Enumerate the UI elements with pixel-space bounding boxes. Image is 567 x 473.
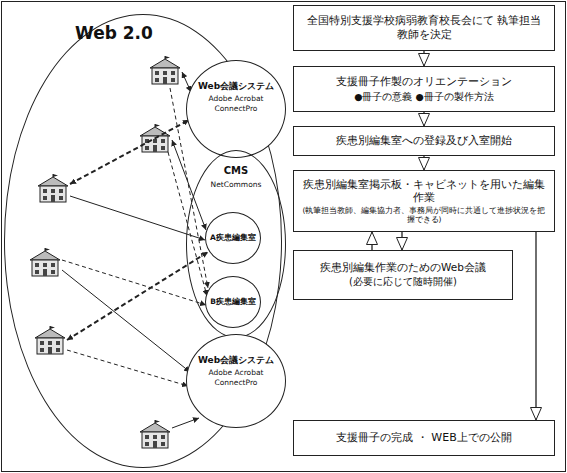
flow-arrow	[423, 156, 424, 170]
process-box: 支援冊子の完成 ・ WEB上での公開	[293, 420, 555, 456]
node-heading: A疾患編集室	[210, 233, 256, 242]
web-conference-circle: Web会議システム Adobe Acrobat ConnectPro	[186, 334, 286, 428]
node-heading: Web会議システム	[198, 81, 274, 92]
node-heading: CMS	[224, 165, 249, 178]
node-heading: B疾患編集室	[210, 297, 256, 306]
node-heading: 疾患別編集室への登録及び入室開始	[336, 134, 512, 148]
flow-arrow	[535, 232, 536, 420]
node-subtext: (執筆担当教師、編集協力者、事務局が同時に共通して進捗状況を把握できる)	[302, 206, 546, 225]
node-heading: 疾患別編集室掲示板・キャビネットを用いた編集作業	[302, 178, 546, 204]
building-icons	[30, 56, 180, 448]
process-box: 支援冊子作製のオリエンテーション ●冊子の意義 ●冊子の製作方法	[293, 66, 555, 112]
flow-arrow	[401, 232, 402, 250]
node-heading: 疾患別編集作業のためのWeb会議	[320, 261, 486, 274]
node-subtext: Adobe Acrobat ConnectPro	[195, 94, 277, 113]
web-conference-circle: Web会議システム Adobe Acrobat ConnectPro	[186, 60, 286, 158]
editing-room-circle: B疾患編集室	[205, 276, 261, 328]
flow-arrow	[423, 51, 424, 66]
flow-arrow	[423, 112, 424, 126]
node-subtext: NetCommons	[211, 180, 262, 189]
cms-oval: CMS NetCommonsA疾患編集室 B疾患編集室	[186, 150, 286, 338]
editing-room-circle: A疾患編集室	[205, 212, 261, 264]
node-heading: 支援冊子作製のオリエンテーション	[336, 75, 512, 89]
node-heading: 支援冊子の完成 ・ WEB上での公開	[336, 431, 511, 445]
node-subtext: ●冊子の意義 ●冊子の製作方法	[354, 91, 494, 103]
node-heading: Web 2.0	[75, 23, 153, 44]
web-region-ellipse: Web 2.0Web会議システム Adobe Acrobat ConnectPro…	[4, 14, 282, 468]
node-heading: Web会議システム	[198, 355, 274, 366]
process-box: 全国特別支援学校病弱教育校長会にて 執筆担当教師を決定	[293, 5, 555, 51]
node-heading: 全国特別支援学校病弱教育校長会にて 執筆担当教師を決定	[302, 14, 546, 42]
process-box: 疾患別編集室への登録及び入室開始	[293, 126, 555, 156]
flow-arrow	[371, 232, 372, 250]
process-box: 疾患別編集室掲示板・キャビネットを用いた編集作業 (執筆担当教師、編集協力者、事務…	[293, 170, 555, 232]
node-subtext: Adobe Acrobat ConnectPro	[195, 368, 277, 387]
node-subtext: (必要に応じて随時開催)	[349, 276, 457, 289]
process-box: 疾患別編集作業のためのWeb会議 (必要に応じて随時開催)	[293, 250, 513, 300]
